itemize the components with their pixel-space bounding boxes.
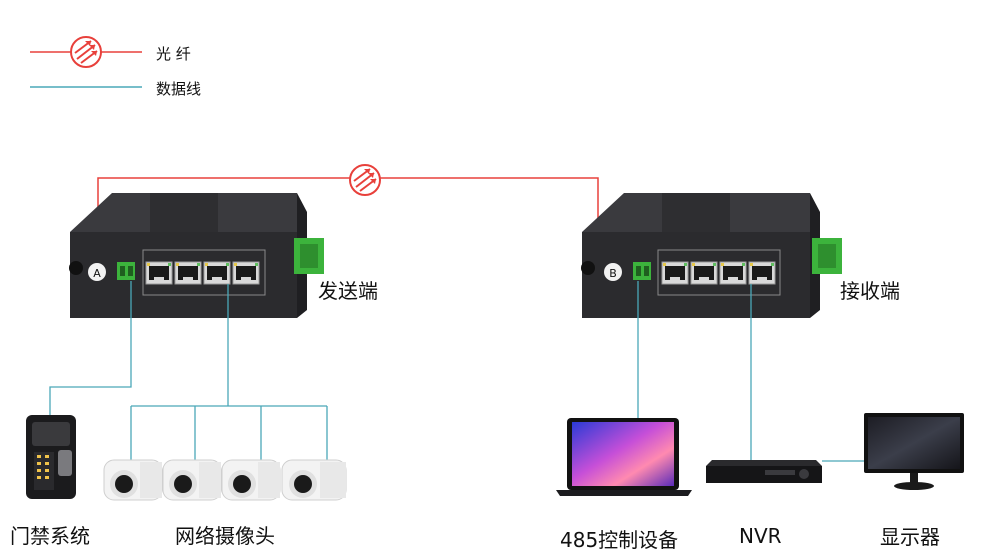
laptop-screen bbox=[572, 422, 674, 486]
legend-fiber-line bbox=[30, 36, 142, 68]
fiber-icon bbox=[349, 164, 381, 196]
rs485-device-label: 485控制设备 bbox=[560, 528, 679, 552]
receiver-switch: B bbox=[581, 193, 842, 318]
camera-3 bbox=[221, 459, 281, 501]
fiber-port-a bbox=[88, 263, 106, 281]
camera-lens-icon bbox=[115, 475, 133, 493]
rj45-port bbox=[145, 261, 173, 285]
legend-data-label: 数据线 bbox=[156, 80, 202, 98]
fingerprint-sensor bbox=[58, 450, 72, 476]
camera-1 bbox=[103, 459, 163, 501]
device-badge: A bbox=[93, 267, 101, 280]
rj45-port bbox=[719, 261, 747, 285]
monitor-device bbox=[864, 413, 964, 490]
legend bbox=[30, 36, 142, 88]
sender-switch: A bbox=[69, 193, 324, 318]
laptop-device bbox=[556, 418, 692, 496]
nvr-label: NVR bbox=[739, 524, 782, 548]
fiber-port-b bbox=[604, 263, 622, 281]
camera-lens-icon bbox=[233, 475, 251, 493]
fiber-icon bbox=[70, 36, 102, 68]
receiver-label: 接收端 bbox=[840, 279, 900, 303]
legend-fiber-label: 光 纤 bbox=[156, 45, 191, 63]
rj45-port bbox=[232, 261, 260, 285]
receiver-data-lines bbox=[637, 281, 866, 462]
rj45-port bbox=[690, 261, 718, 285]
camera-2 bbox=[162, 459, 222, 501]
rj45-port bbox=[174, 261, 202, 285]
device-badge: B bbox=[609, 267, 617, 280]
sender-label: 发送端 bbox=[318, 279, 378, 303]
camera-4 bbox=[281, 459, 347, 501]
camera-lens-icon bbox=[294, 475, 312, 493]
rj45-port bbox=[661, 261, 689, 285]
camera-lens-icon bbox=[174, 475, 192, 493]
rj45-port bbox=[203, 261, 231, 285]
monitor-screen bbox=[868, 417, 960, 469]
network-camera-label: 网络摄像头 bbox=[175, 524, 275, 548]
rj45-port bbox=[748, 261, 776, 285]
sender-data-lines bbox=[49, 281, 328, 460]
nvr-device bbox=[706, 460, 822, 483]
monitor-label: 显示器 bbox=[880, 525, 940, 549]
access-control-label: 门禁系统 bbox=[10, 524, 90, 548]
access-control-device bbox=[26, 415, 76, 499]
